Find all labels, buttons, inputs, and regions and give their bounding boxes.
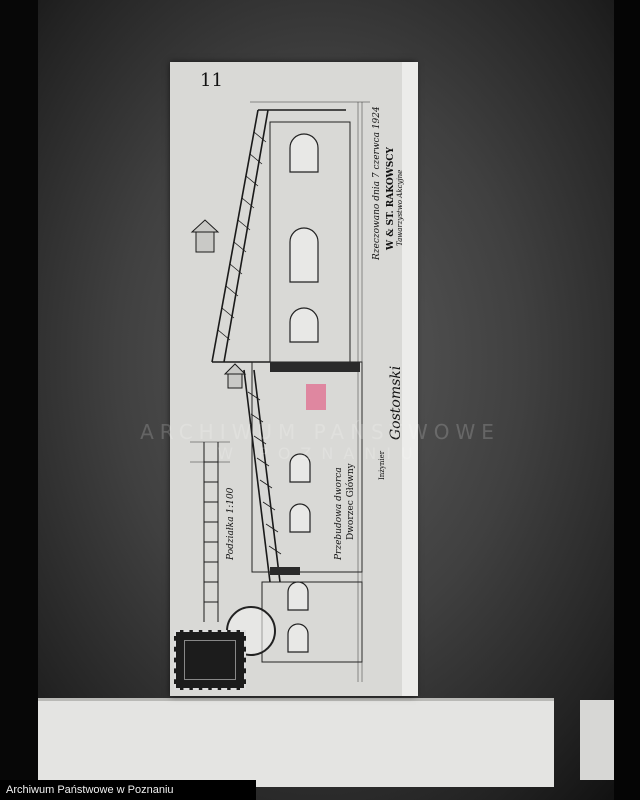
film-edge-left [0, 0, 38, 800]
project-title: Przebudowa dworca [334, 467, 344, 560]
archive-caption: Archiwum Państwowe w Poznaniu [0, 780, 256, 800]
sheet-number: 11 [200, 70, 223, 91]
lower-paper-strip [580, 700, 614, 780]
approval-date: Rzeczowano dnia 7 czerwca 1924 [372, 106, 382, 260]
roof-truss [211, 109, 346, 363]
scale-ladder [203, 442, 219, 622]
firm-name: W & ST. RAKOWSCY [386, 147, 396, 250]
highlight-mark [306, 384, 326, 410]
beam-band-lower [270, 567, 300, 575]
watermark-line1: ARCHIWUM PAŃSTWOWE [140, 420, 500, 444]
lower-truss [243, 369, 281, 583]
cupola [190, 219, 247, 389]
blueprint-sheet-edge [402, 62, 418, 696]
scale-label: Podziałka 1:100 [226, 487, 236, 560]
beam-band [270, 362, 360, 372]
watermark-line2: W POZNANIU [217, 444, 423, 463]
architectural-drawing [190, 101, 370, 682]
truss-lattice [217, 131, 267, 341]
revenue-stamp [174, 630, 246, 690]
firm-subtitle: Tawarzystwo Akcyjne [396, 169, 404, 246]
arched-windows [287, 133, 319, 653]
archive-watermark: ARCHIWUM PAŃSTWOWE W POZNANIU [140, 420, 500, 463]
lower-lattice [247, 391, 282, 555]
film-edge-right [614, 0, 640, 800]
lower-paper-card [38, 698, 554, 787]
dimension-lines [190, 101, 370, 682]
project-place: Dworzec Główny [346, 463, 356, 540]
